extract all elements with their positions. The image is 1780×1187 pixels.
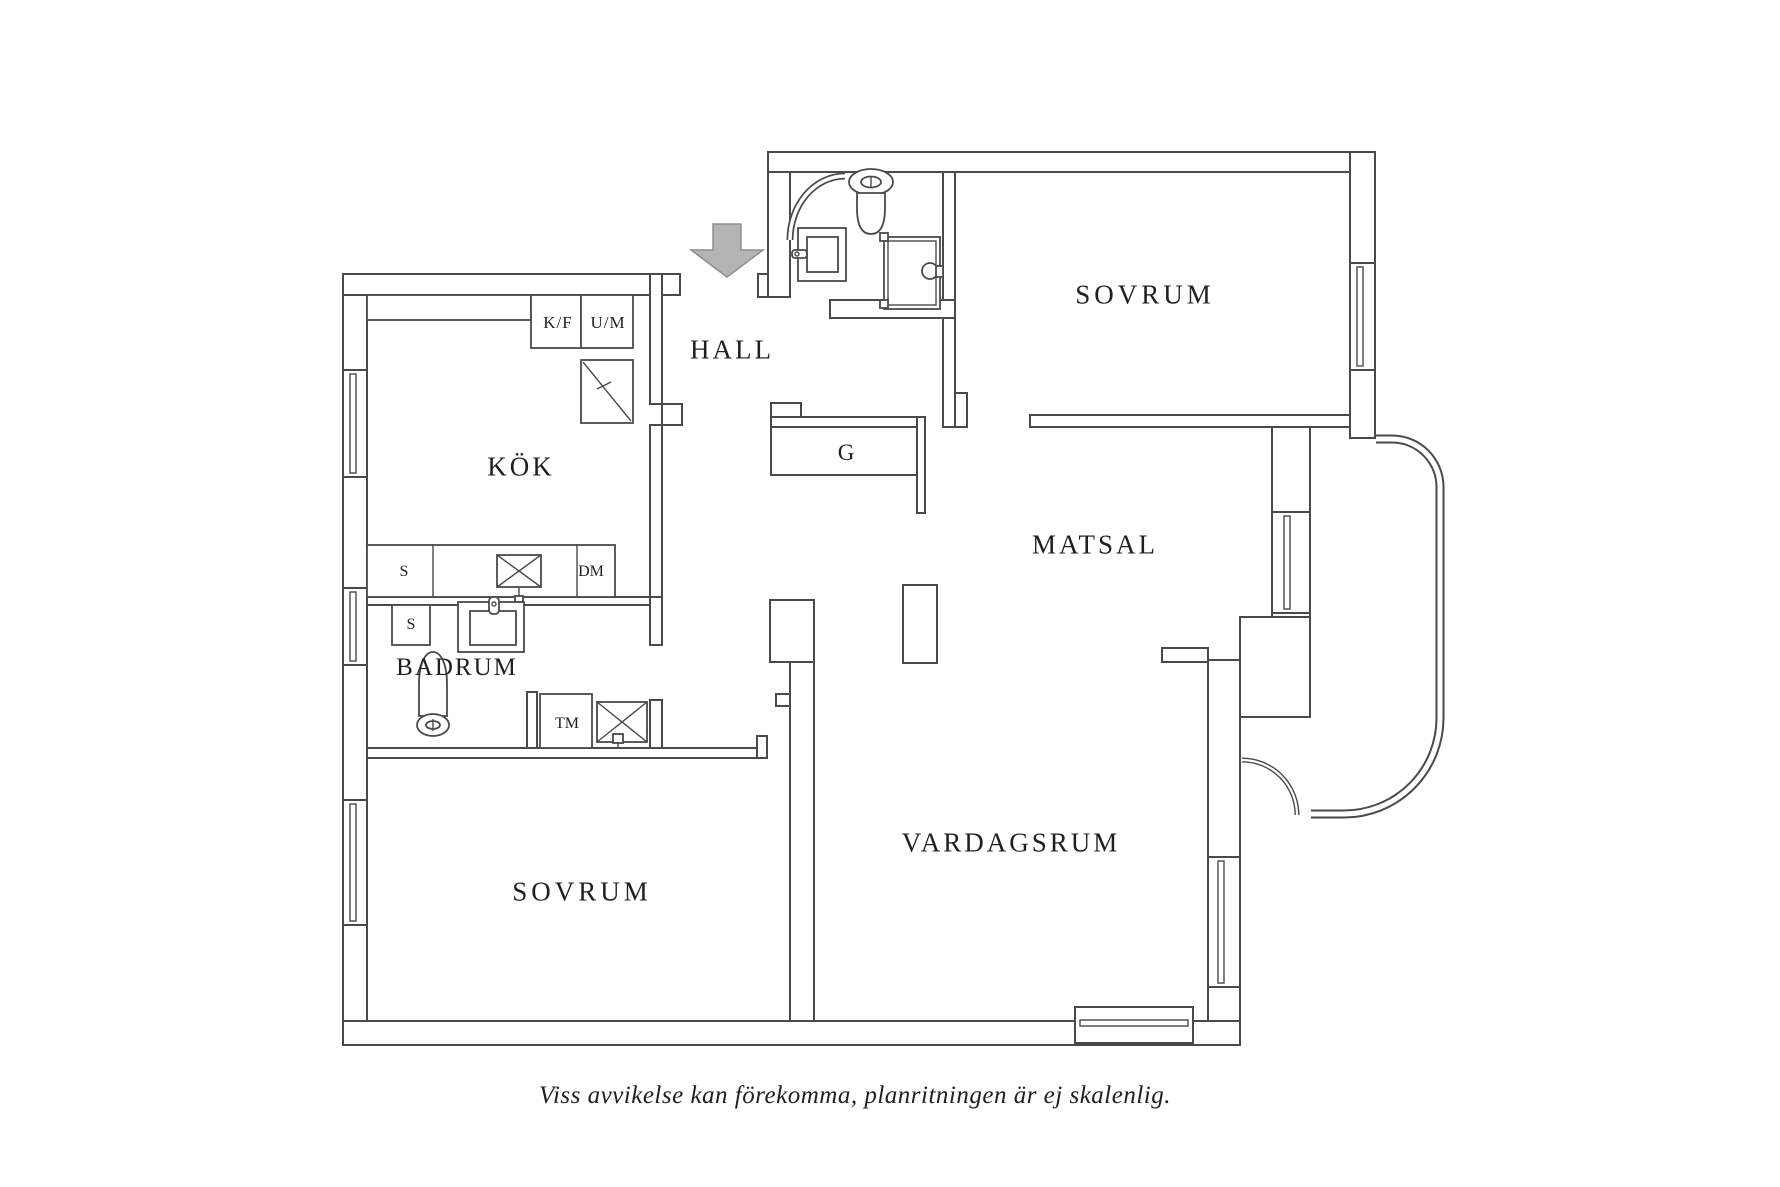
kitchen-sink-icon <box>496 554 542 603</box>
kitchen-cabinet-label: S <box>399 563 409 580</box>
room-label-sovrum-bottom: SOVRUM <box>512 876 652 907</box>
washing-machine-box <box>539 693 593 749</box>
bathroom-fixtures <box>391 596 648 749</box>
wc-toilet-icon <box>848 168 894 235</box>
balcony <box>1311 434 1445 819</box>
fridge-freezer-label: K/F <box>543 313 573 332</box>
tall-cabinet <box>580 359 634 424</box>
walls <box>342 151 1376 1046</box>
toilet-icon <box>416 651 450 737</box>
oven-microwave-label: U/M <box>590 313 626 332</box>
entrance-arrow <box>688 223 766 278</box>
closet-label: G <box>837 440 855 465</box>
wc-sink-icon <box>791 227 847 282</box>
bathroom-sink-icon <box>457 596 525 653</box>
window-living-bottom <box>1074 1006 1194 1044</box>
shower-icon <box>879 232 944 310</box>
window-dining <box>1271 511 1311 614</box>
closet-g-box <box>770 427 918 476</box>
washing-machine-label: TM <box>555 715 579 732</box>
room-label-kok: KÖK <box>487 451 555 482</box>
kitchen-counter-lower <box>366 544 616 598</box>
window-bedroom-top-right <box>1349 262 1376 371</box>
window-bathroom <box>342 587 368 666</box>
dishwasher-label: DM <box>578 563 604 580</box>
disclaimer-text: Viss avvikelse kan förekomma, planritnin… <box>539 1082 1171 1109</box>
window-kitchen <box>342 369 368 478</box>
kitchen-counter-top <box>366 294 532 321</box>
room-label-vardagsrum: VARDAGSRUM <box>901 827 1121 858</box>
room-label-hall: HALL <box>690 334 774 365</box>
bathroom-cabinet-label: S <box>406 616 416 633</box>
room-label-sovrum-top: SOVRUM <box>1075 279 1215 310</box>
kitchen-fixtures <box>366 294 634 603</box>
windows <box>342 262 1376 1044</box>
oven-microwave-box <box>580 294 634 349</box>
window-living-right <box>1207 856 1241 988</box>
room-label-badrum: BADRUM <box>396 654 518 681</box>
wc-fixtures <box>791 168 944 310</box>
bathroom-cabinet-box <box>391 604 431 646</box>
dryer-icon <box>596 701 648 747</box>
balcony-door-arc <box>1241 757 1300 816</box>
room-label-matsal: MATSAL <box>1031 529 1159 560</box>
window-bedroom-left <box>342 799 368 926</box>
wc-curved-wall <box>786 172 846 241</box>
